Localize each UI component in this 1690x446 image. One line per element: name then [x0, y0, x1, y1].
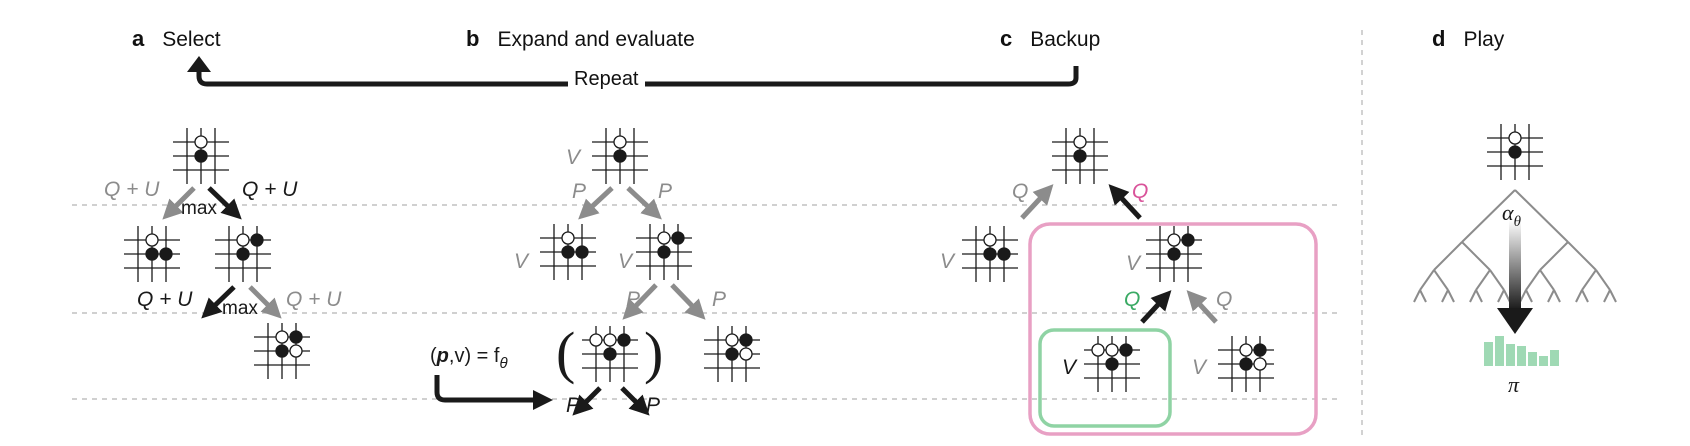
edge-a-unselected-1	[162, 186, 196, 220]
label-a-max-1: max	[181, 198, 217, 219]
label-c-v-right: V	[1126, 252, 1142, 275]
board-b-expanded-leaf	[582, 326, 638, 382]
label-c-v-sibling: V	[1192, 356, 1208, 379]
panel-a-tree: Q + U max Q + U Q + U max Q + U	[104, 128, 342, 379]
panel-c-tree: Q Q V V Q Q V V	[940, 128, 1318, 436]
backup-subtree-box	[1028, 222, 1318, 436]
edge-a-unselected-2	[248, 285, 282, 319]
repeat-label: Repeat	[568, 68, 645, 91]
board-b-right	[636, 224, 692, 280]
label-c-v-leaf: V	[1062, 356, 1078, 379]
panel-b-label: Expand and evaluate	[497, 28, 695, 51]
label-alpha-theta: αθ	[1502, 200, 1522, 230]
board-c-sibling	[1218, 336, 1274, 392]
policy-distribution	[1484, 336, 1559, 366]
panel-b-title: b Expand and evaluate	[466, 26, 695, 52]
label-a-qu-1: Q + U	[104, 178, 160, 201]
label-b-p-4: P	[712, 288, 726, 311]
label-c-q-1: Q	[1012, 180, 1028, 203]
board-d-root	[1487, 124, 1543, 180]
play-arrow-shaft	[1509, 220, 1521, 310]
label-b-v-root: V	[566, 146, 582, 169]
bracket-left: (	[556, 320, 575, 385]
label-b-p-3: P	[626, 288, 640, 311]
repeat-arrowhead	[187, 56, 211, 72]
panel-b-letter: b	[466, 26, 480, 51]
label-b-p-5: P	[566, 394, 580, 417]
edge-a-selected-2	[201, 285, 236, 319]
board-c-right	[1146, 226, 1202, 282]
board-b-root	[592, 128, 648, 184]
network-equation: (p,v) = fθ	[430, 345, 508, 372]
board-c-root	[1052, 128, 1108, 184]
label-b-v-right: V	[618, 250, 634, 273]
panel-a-label: Select	[162, 28, 221, 51]
panel-b-tree: ( ) V P P V V P P P P (p,v) = fθ	[430, 128, 760, 417]
board-b-left	[540, 224, 596, 280]
board-a-right	[215, 226, 271, 282]
network-arrow	[434, 375, 553, 410]
label-a-qu-3: Q + U	[137, 288, 193, 311]
edge-a-selected-1	[207, 186, 242, 220]
label-b-p-1: P	[572, 180, 586, 203]
label-a-max-2: max	[222, 298, 258, 319]
label-pi: π	[1508, 372, 1520, 397]
panel-d-letter: d	[1432, 26, 1446, 51]
label-b-p-2: P	[658, 180, 672, 203]
panel-a-title: a Select	[132, 26, 221, 52]
board-a-grandchild	[254, 323, 310, 379]
panel-d-label: Play	[1463, 28, 1505, 51]
label-a-qu-2: Q + U	[242, 178, 298, 201]
label-c-v-left: V	[940, 250, 956, 273]
level-separators	[72, 204, 1340, 400]
panel-c-label: Backup	[1030, 28, 1101, 51]
label-b-v-left: V	[514, 250, 530, 273]
panel-a-letter: a	[132, 26, 145, 51]
panel-c-title: c Backup	[1000, 26, 1100, 52]
leaf-eval-box	[1038, 328, 1172, 428]
panel-c-letter: c	[1000, 26, 1013, 51]
label-b-p-6: P	[646, 394, 660, 417]
panel-d-title: d Play	[1432, 26, 1504, 52]
board-c-leaf	[1084, 336, 1140, 392]
search-tree	[1413, 189, 1617, 303]
board-c-left	[962, 226, 1018, 282]
label-a-qu-4: Q + U	[286, 288, 342, 311]
panel-d-play: αθ π	[1413, 124, 1617, 397]
board-b-sibling-leaf	[704, 326, 760, 382]
play-arrowhead	[1497, 308, 1533, 334]
label-c-q-4: Q	[1216, 288, 1232, 311]
board-a-left	[124, 226, 180, 282]
bracket-right: )	[644, 320, 663, 385]
label-c-q-3: Q	[1124, 288, 1140, 311]
label-c-q-2: Q	[1132, 180, 1148, 203]
board-a-root	[173, 128, 229, 184]
